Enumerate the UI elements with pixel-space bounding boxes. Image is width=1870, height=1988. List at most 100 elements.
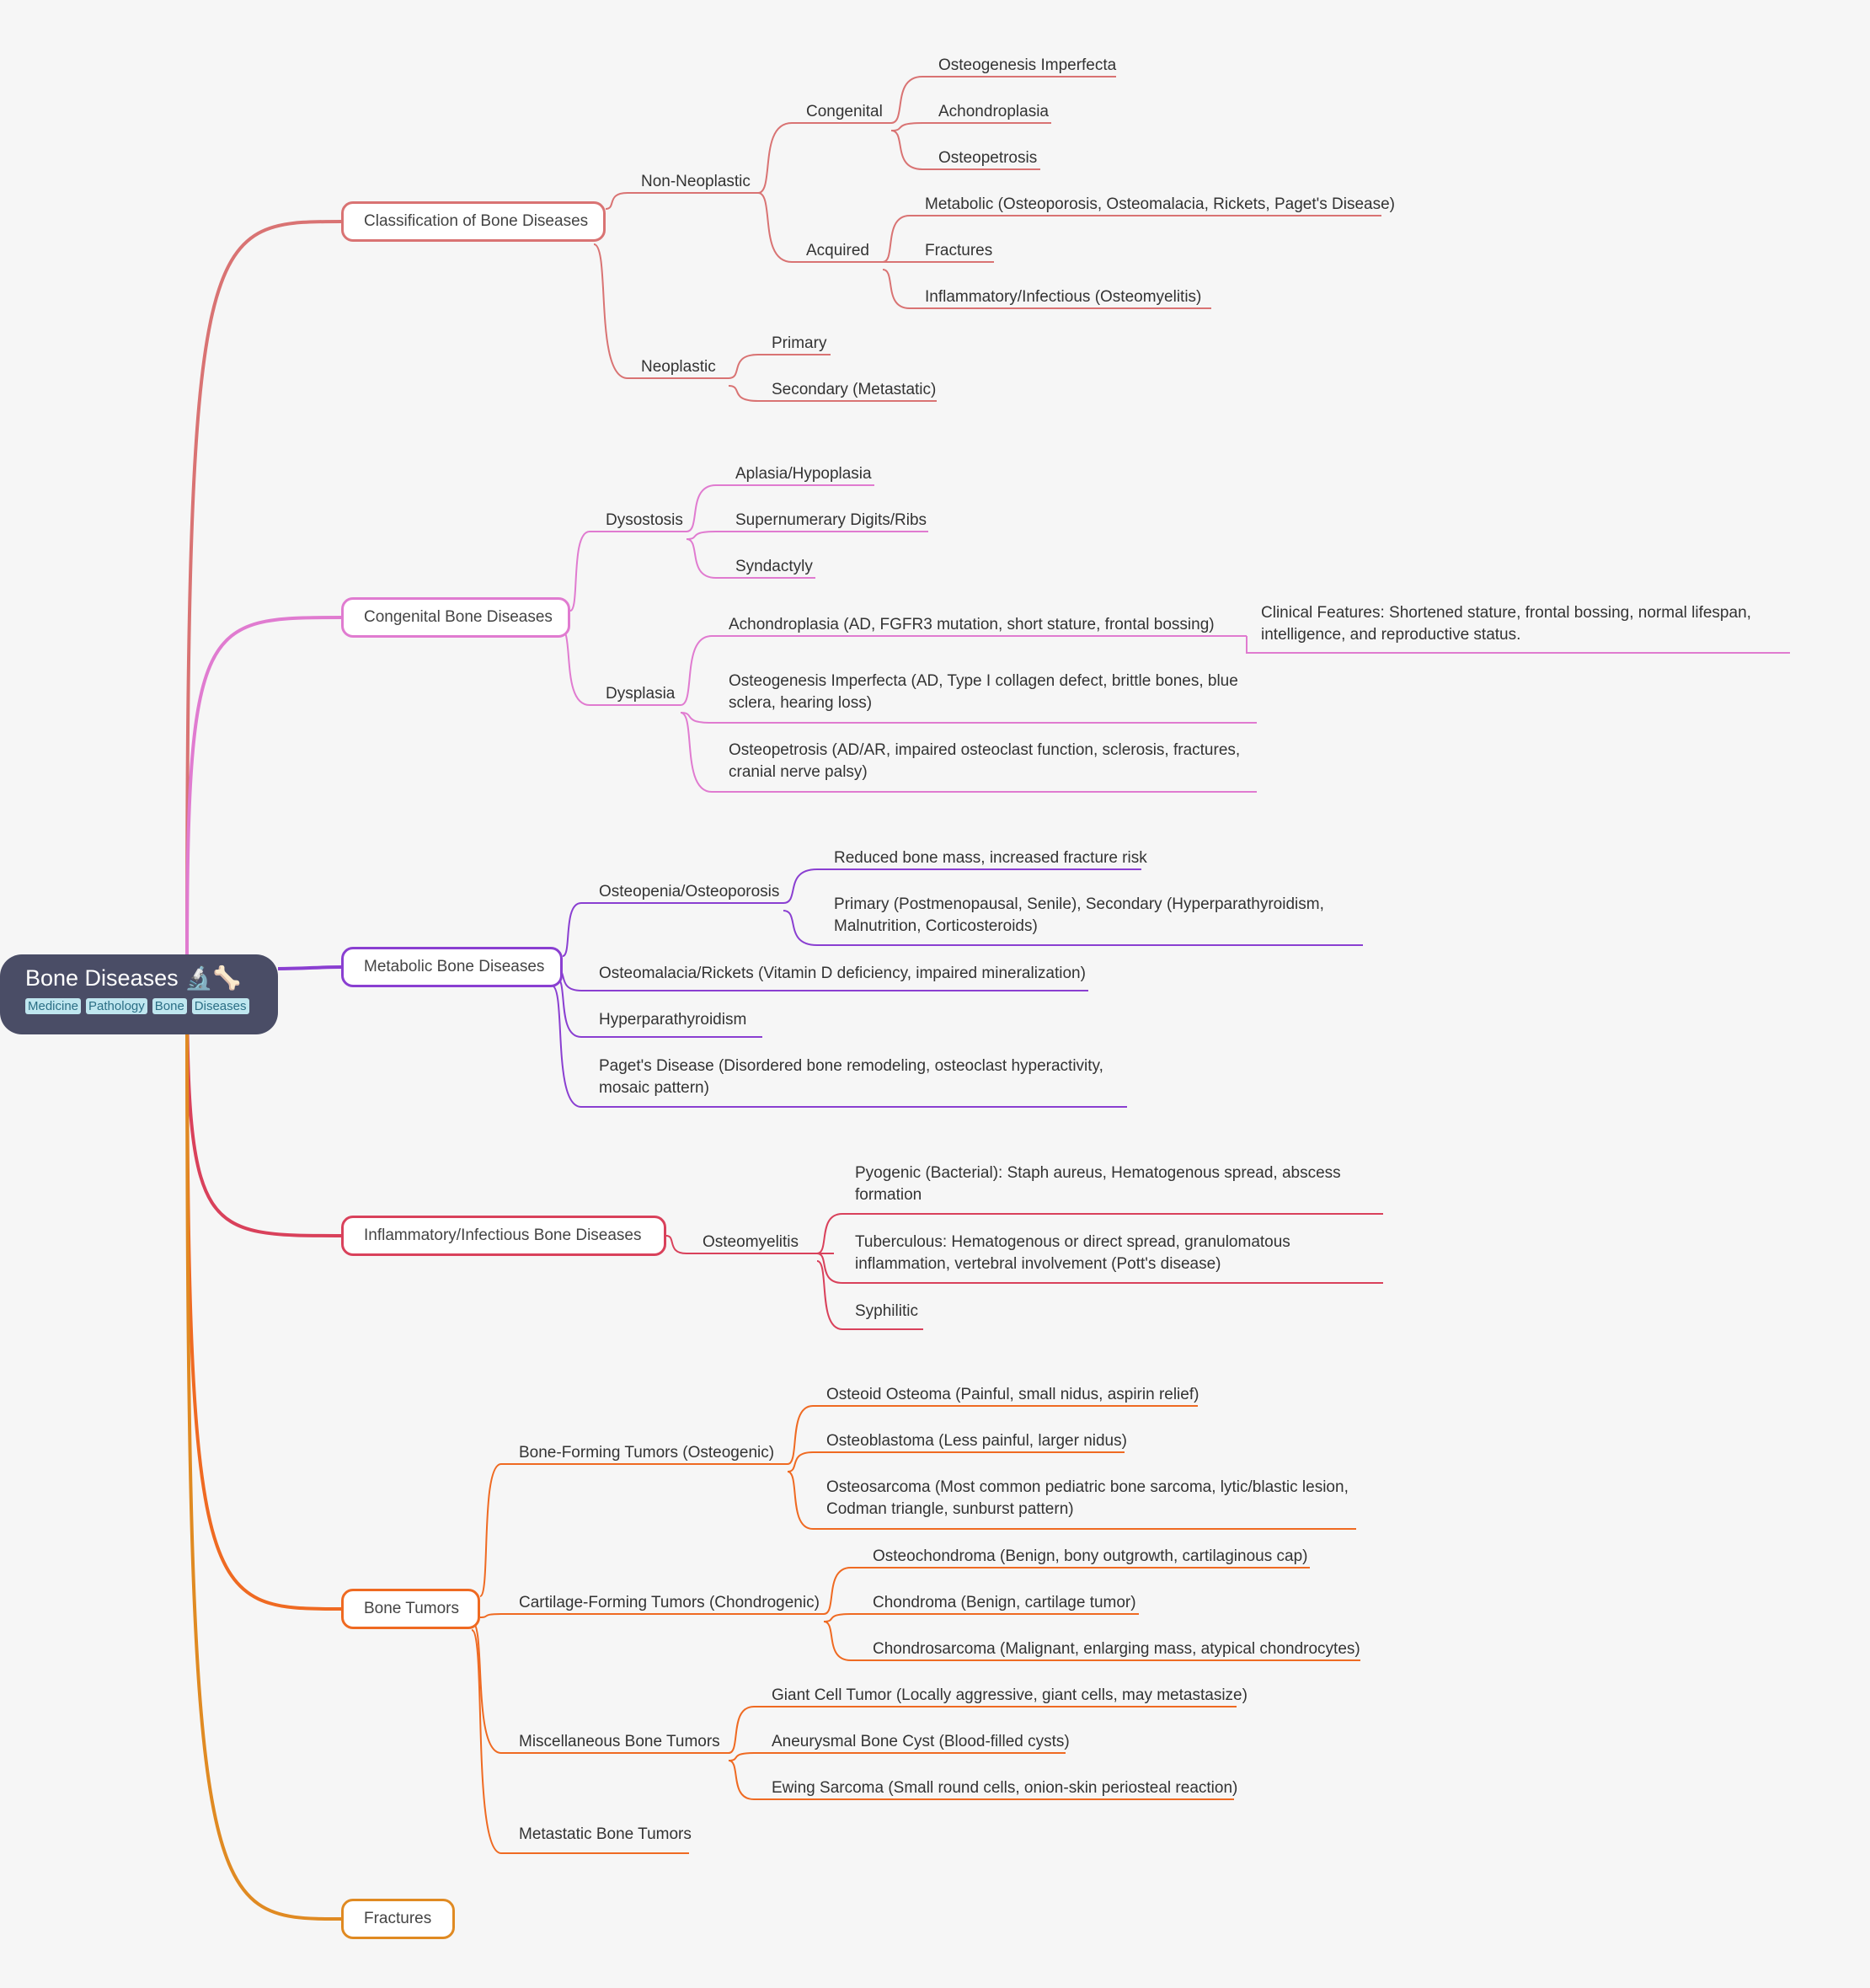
leaf-aplasia-hypoplasia[interactable]: Aplasia/Hypoplasia xyxy=(735,465,872,483)
link-non-neoplastic xyxy=(605,192,758,210)
link-acquired xyxy=(757,192,883,263)
node-osteomyelitis[interactable]: Osteomyelitis xyxy=(703,1233,799,1251)
link-neoplastic xyxy=(593,243,729,379)
node-osteomalacia-rickets[interactable]: Osteomalacia/Rickets (Vitamin D deficien… xyxy=(599,965,1086,982)
link-giant-cell xyxy=(728,1706,1237,1754)
link-congenital-sub xyxy=(757,122,891,194)
leaf-syndactyly[interactable]: Syndactyly xyxy=(735,558,813,575)
link-classification xyxy=(185,220,342,971)
leaf-osteogenesis-imperfecta[interactable]: Osteogenesis Imperfecta xyxy=(938,56,1117,74)
leaf-ewing-sarcoma[interactable]: Ewing Sarcoma (Small round cells, onion-… xyxy=(772,1779,1238,1797)
link-abc xyxy=(728,1752,1066,1761)
link-osteoblastoma xyxy=(787,1451,1125,1472)
tag-medicine[interactable]: Medicine xyxy=(25,998,82,1014)
root-title: Bone Diseases 🔬🦴 xyxy=(25,965,242,991)
link-cartilage xyxy=(479,1613,824,1618)
link-metabolic xyxy=(277,965,342,970)
link-achon-detail xyxy=(680,635,1247,706)
node-metastatic-tumors[interactable]: Metastatic Bone Tumors xyxy=(519,1825,692,1843)
link-fractures xyxy=(185,970,342,1921)
link-osteoid xyxy=(787,1405,1198,1465)
link-syndactyly xyxy=(686,538,815,579)
leaf-achondroplasia[interactable]: Achondroplasia xyxy=(938,103,1049,120)
leaf-achondroplasia-detail[interactable]: Achondroplasia (AD, FGFR3 mutation, shor… xyxy=(729,616,1215,633)
leaf-osteochondroma[interactable]: Osteochondroma (Benign, bony outgrowth, … xyxy=(873,1547,1308,1565)
leaf-osteogenesis-imperfecta-detail[interactable]: Osteogenesis Imperfecta (AD, Type I coll… xyxy=(729,672,1238,712)
leaf-osteosarcoma[interactable]: Osteosarcoma (Most common pediatric bone… xyxy=(826,1478,1349,1518)
link-paget xyxy=(551,985,1127,1108)
leaf-syphilitic[interactable]: Syphilitic xyxy=(855,1302,918,1320)
leaf-giant-cell-tumor[interactable]: Giant Cell Tumor (Locally aggressive, gi… xyxy=(772,1686,1248,1704)
leaf-primary-secondary[interactable]: Primary (Postmenopausal, Senile), Second… xyxy=(834,895,1324,935)
node-dysostosis[interactable]: Dysostosis xyxy=(606,511,683,529)
link-reduced xyxy=(783,868,1141,904)
link-osteopet xyxy=(890,130,1040,170)
node-miscellaneous-tumors[interactable]: Miscellaneous Bone Tumors xyxy=(519,1733,720,1750)
leaf-fractures[interactable]: Fractures xyxy=(925,242,993,259)
leaf-primary[interactable]: Primary xyxy=(772,334,827,352)
link-misc xyxy=(471,1621,729,1754)
link-clinical xyxy=(1246,635,1790,654)
link-syphilitic xyxy=(816,1260,923,1330)
link-metastatic xyxy=(471,1629,689,1854)
branch-inflammatory[interactable]: Inflammatory/Infectious Bone Diseases xyxy=(341,1216,666,1256)
leaf-osteopetrosis[interactable]: Osteopetrosis xyxy=(938,149,1038,167)
leaf-chondrosarcoma[interactable]: Chondrosarcoma (Malignant, enlarging mas… xyxy=(873,1640,1360,1658)
branch-bone-tumors[interactable]: Bone Tumors xyxy=(341,1589,480,1629)
link-aplasia xyxy=(686,484,874,532)
leaf-osteopetrosis-detail[interactable]: Osteopetrosis (AD/AR, impaired osteoclas… xyxy=(729,741,1241,781)
link-ewing xyxy=(728,1760,1234,1800)
tag-bone[interactable]: Bone xyxy=(152,998,187,1014)
link-supernumerary xyxy=(686,531,928,540)
link-primary-secondary xyxy=(783,910,1363,946)
link-metabolic-leaf xyxy=(882,215,1381,263)
link-osteosarcoma xyxy=(787,1471,1356,1530)
node-congenital[interactable]: Congenital xyxy=(806,103,883,120)
link-osteochondroma xyxy=(823,1567,1310,1615)
branch-metabolic[interactable]: Metabolic Bone Diseases xyxy=(341,947,563,987)
node-pagets-disease[interactable]: Paget's Disease (Disordered bone remodel… xyxy=(599,1057,1103,1097)
link-chondroma xyxy=(823,1613,1139,1622)
leaf-secondary-metastatic[interactable]: Secondary (Metastatic) xyxy=(772,381,937,398)
link-osteopenia xyxy=(562,902,783,957)
leaf-supernumerary[interactable]: Supernumerary Digits/Ribs xyxy=(735,511,927,529)
link-tuberculous xyxy=(816,1253,1383,1284)
leaf-metabolic[interactable]: Metabolic (Osteoporosis, Osteomalacia, R… xyxy=(925,195,1396,213)
node-cartilage-forming-tumors[interactable]: Cartilage-Forming Tumors (Chondrogenic) xyxy=(519,1594,820,1611)
leaf-aneurysmal-bone-cyst[interactable]: Aneurysmal Bone Cyst (Blood-filled cysts… xyxy=(772,1733,1070,1750)
node-non-neoplastic[interactable]: Non-Neoplastic xyxy=(641,173,751,190)
link-achon xyxy=(890,122,1051,131)
leaf-chondroma[interactable]: Chondroma (Benign, cartilage tumor) xyxy=(873,1594,1136,1611)
leaf-inflammatory-infectious[interactable]: Inflammatory/Infectious (Osteomyelitis) xyxy=(925,288,1202,306)
leaf-clinical-features[interactable]: Clinical Features: Shortened stature, fr… xyxy=(1261,604,1751,644)
branch-classification[interactable]: Classification of Bone Diseases xyxy=(341,201,606,242)
node-neoplastic[interactable]: Neoplastic xyxy=(641,358,716,376)
tag-diseases[interactable]: Diseases xyxy=(191,998,249,1014)
leaf-tuberculous[interactable]: Tuberculous: Hematogenous or direct spre… xyxy=(855,1233,1290,1273)
node-osteopenia-osteoporosis[interactable]: Osteopenia/Osteoporosis xyxy=(599,883,780,900)
link-chondrosarcoma xyxy=(823,1621,1360,1661)
link-pyogenic xyxy=(816,1213,1383,1254)
link-secondary xyxy=(728,385,937,402)
link-congenital xyxy=(185,616,342,971)
node-hyperparathyroidism[interactable]: Hyperparathyroidism xyxy=(599,1011,747,1029)
node-dysplasia[interactable]: Dysplasia xyxy=(606,685,676,703)
leaf-osteoid-osteoma[interactable]: Osteoid Osteoma (Painful, small nidus, a… xyxy=(826,1386,1199,1403)
node-acquired[interactable]: Acquired xyxy=(806,242,869,259)
branch-congenital[interactable]: Congenital Bone Diseases xyxy=(341,597,570,638)
link-osteomyelitis xyxy=(665,1235,834,1254)
link-inflam-leaf xyxy=(882,269,1211,309)
link-osteopet-detail xyxy=(680,712,1257,793)
branch-fractures[interactable]: Fractures xyxy=(341,1899,455,1939)
node-bone-forming-tumors[interactable]: Bone-Forming Tumors (Osteogenic) xyxy=(519,1444,775,1462)
link-bone-tumors xyxy=(185,970,342,1611)
leaf-pyogenic[interactable]: Pyogenic (Bacterial): Staph aureus, Hema… xyxy=(855,1164,1341,1204)
link-oi xyxy=(890,76,1116,124)
link-oi-detail xyxy=(680,712,1257,724)
tag-pathology[interactable]: Pathology xyxy=(86,998,147,1014)
leaf-osteoblastoma[interactable]: Osteoblastoma (Less painful, larger nidu… xyxy=(826,1432,1127,1450)
leaf-reduced-bone-mass[interactable]: Reduced bone mass, increased fracture ri… xyxy=(834,849,1147,867)
